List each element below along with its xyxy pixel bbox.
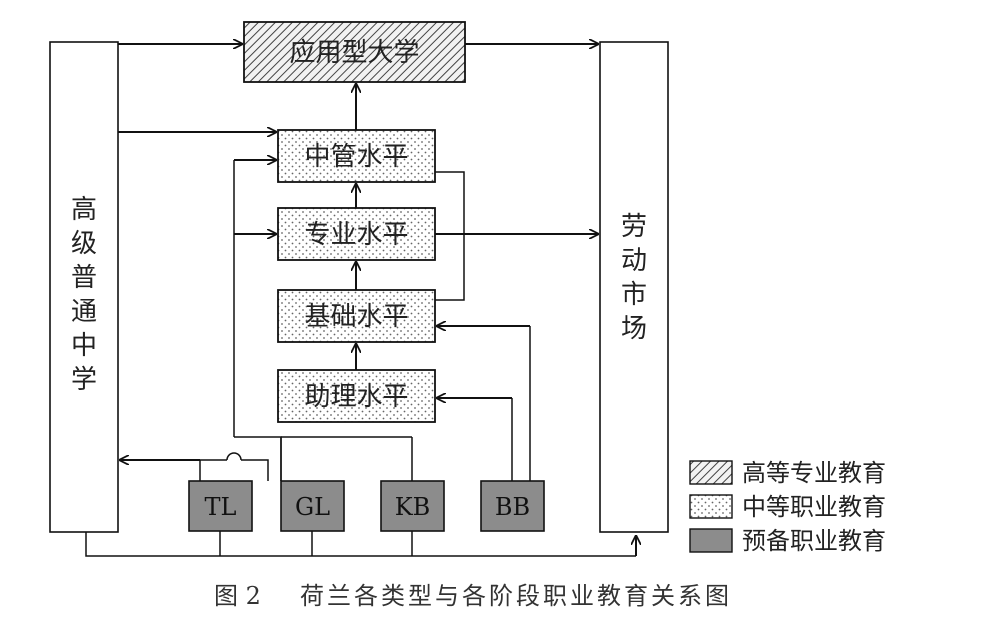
university-label: 应用型大学 <box>289 38 419 68</box>
bb-box <box>480 480 545 532</box>
kb-label: KB <box>395 493 431 521</box>
labor-market-box <box>599 41 669 533</box>
assistant-box <box>277 369 436 423</box>
caption-number: 图 2 <box>214 582 261 610</box>
basic-label: 基础水平 <box>304 302 408 332</box>
caption-title: 荷兰各类型与各阶段职业教育关系图 <box>300 582 732 610</box>
connector-bottom <box>85 532 636 557</box>
gl-box <box>280 480 345 532</box>
professional-label: 专业水平 <box>304 220 408 250</box>
connector-tl-to-hs <box>199 459 227 481</box>
assistant-label: 助理水平 <box>304 382 408 412</box>
legend-secondary-label: 中等职业教育 <box>742 493 886 521</box>
bb-label: BB <box>495 493 530 521</box>
high-school-label: 高级普通中学 <box>71 195 97 395</box>
legend-secondary-swatch <box>689 494 733 519</box>
gl-label: GL <box>295 493 330 521</box>
university-box <box>243 21 466 83</box>
kb-box <box>380 480 445 532</box>
tl-label: TL <box>205 493 237 521</box>
basic-box <box>277 289 436 343</box>
legend-preparatory-label: 预备职业教育 <box>742 527 886 555</box>
high-school-box <box>49 41 119 533</box>
professional-box <box>277 207 436 261</box>
connector-hop <box>226 452 242 461</box>
legend-higher-label: 高等专业教育 <box>742 459 886 487</box>
tl-box <box>188 480 253 532</box>
connector-gl-to-hs <box>241 459 269 481</box>
labor-market-label: 劳动市场 <box>621 212 647 344</box>
legend-preparatory-swatch <box>689 528 733 553</box>
connector-levels-right <box>435 171 465 301</box>
middle-mgmt-label: 中管水平 <box>304 142 408 172</box>
legend-higher-swatch <box>689 460 733 485</box>
